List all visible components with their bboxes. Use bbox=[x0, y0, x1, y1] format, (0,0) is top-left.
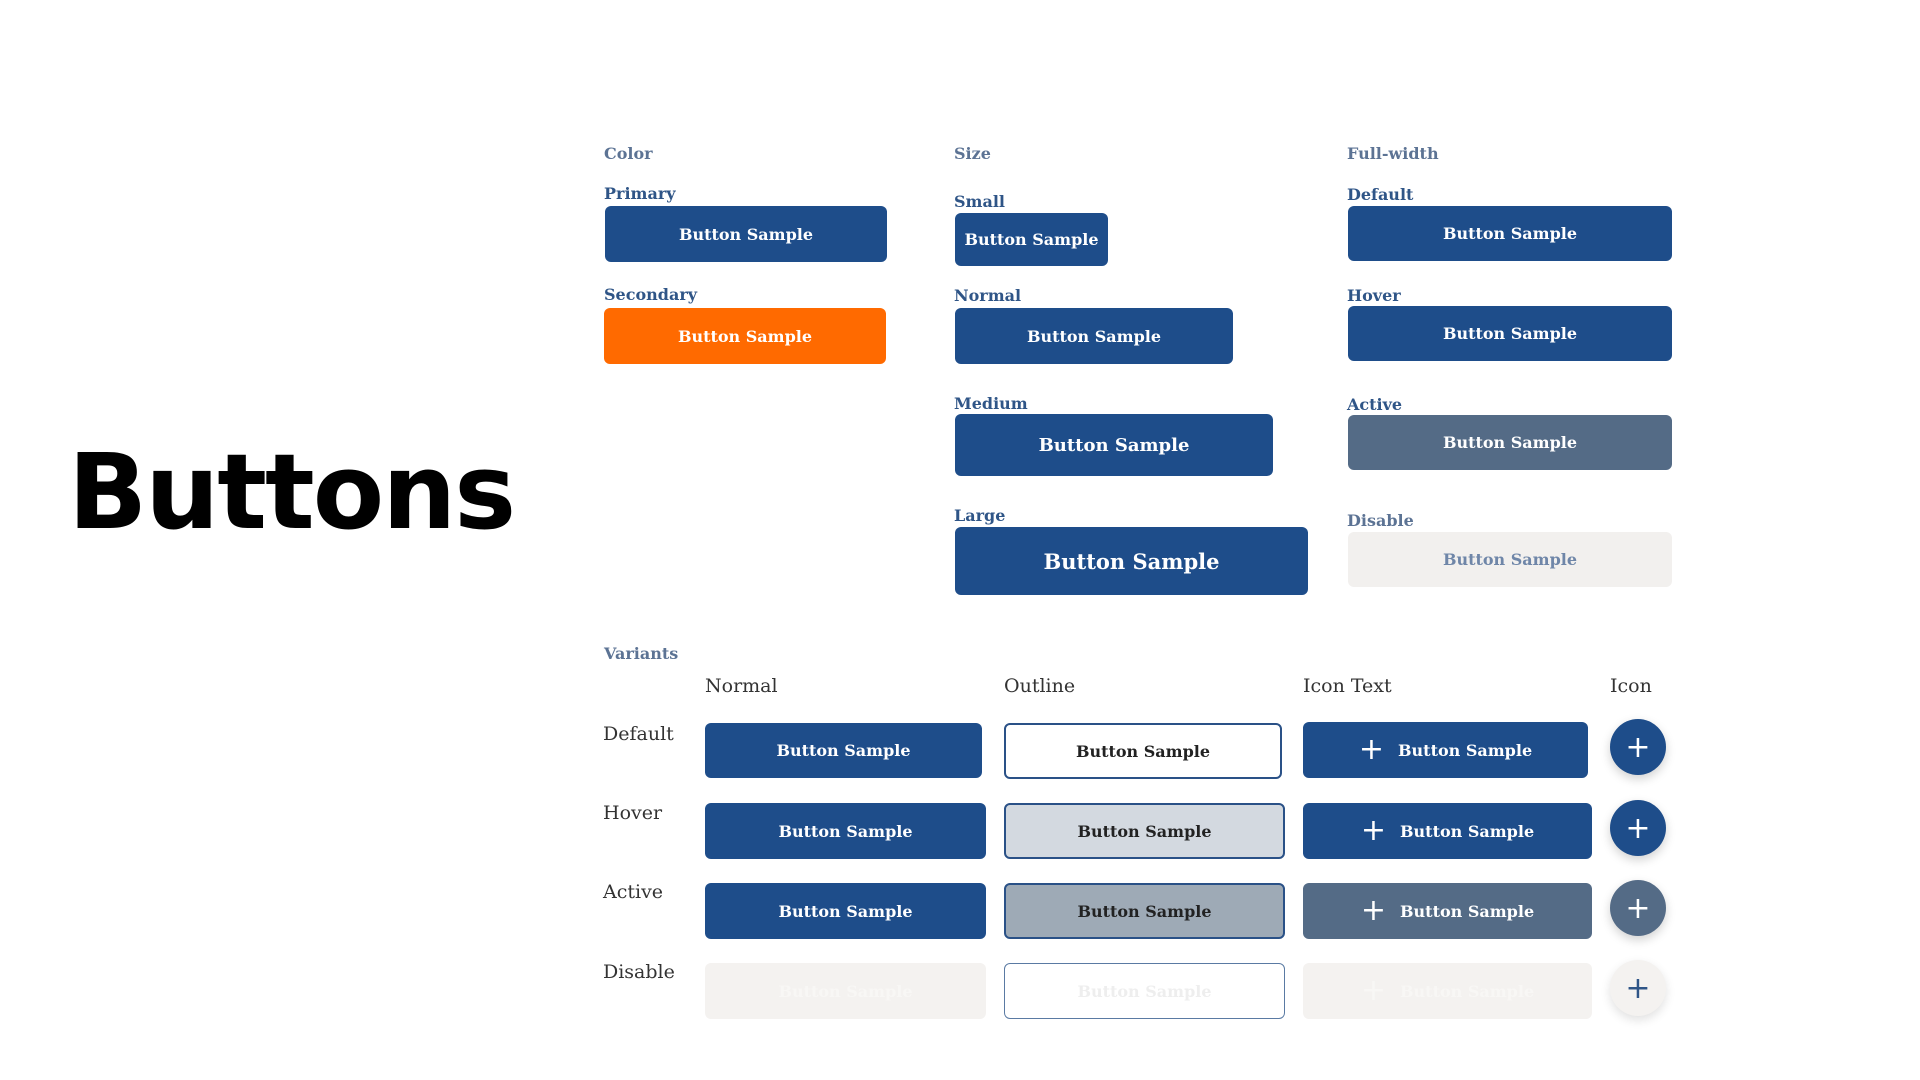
secondary-button[interactable]: Button Sample bbox=[604, 308, 886, 364]
plus-icon: + bbox=[1358, 732, 1385, 767]
fullwidth-active-button[interactable]: Button Sample bbox=[1348, 415, 1672, 470]
medium-button[interactable]: Button Sample bbox=[955, 414, 1273, 476]
large-button[interactable]: Button Sample bbox=[955, 527, 1308, 595]
variant-normal-default-button[interactable]: Button Sample bbox=[705, 723, 982, 778]
label-fullwidth-disable: Disable bbox=[1347, 511, 1414, 530]
plus-icon: + bbox=[1360, 813, 1387, 848]
label-small: Small bbox=[954, 192, 1006, 211]
variant-icon-disabled-button: + bbox=[1610, 960, 1666, 1016]
variant-normal-disabled-button: Button Sample bbox=[705, 963, 986, 1019]
label-fullwidth-hover: Hover bbox=[1347, 286, 1401, 305]
plus-icon: + bbox=[1625, 890, 1651, 926]
plus-icon: + bbox=[1625, 810, 1651, 846]
column-label-outline: Outline bbox=[1004, 675, 1076, 697]
plus-icon: + bbox=[1360, 973, 1387, 1008]
variant-outline-hover-button[interactable]: Button Sample bbox=[1004, 803, 1285, 859]
variant-normal-active-button[interactable]: Button Sample bbox=[705, 883, 986, 939]
section-label-variants: Variants bbox=[604, 644, 679, 663]
variant-normal-hover-button[interactable]: Button Sample bbox=[705, 803, 986, 859]
column-label-normal: Normal bbox=[705, 675, 778, 697]
variant-outline-default-button[interactable]: Button Sample bbox=[1004, 723, 1282, 779]
label-primary: Primary bbox=[604, 184, 676, 203]
row-label-default: Default bbox=[603, 723, 674, 745]
variant-outline-disabled-button: Button Sample bbox=[1004, 963, 1285, 1019]
section-label-color: Color bbox=[604, 144, 653, 163]
section-label-size: Size bbox=[954, 144, 991, 163]
row-label-hover: Hover bbox=[603, 802, 663, 824]
label-fullwidth-active: Active bbox=[1347, 395, 1403, 414]
variant-outline-active-button[interactable]: Button Sample bbox=[1004, 883, 1285, 939]
variant-icon-hover-button[interactable]: + bbox=[1610, 800, 1666, 856]
variant-icontext-disabled-button: + Button Sample bbox=[1303, 963, 1592, 1019]
label-fullwidth-default: Default bbox=[1347, 185, 1414, 204]
plus-icon: + bbox=[1625, 970, 1651, 1006]
row-label-disable: Disable bbox=[603, 961, 675, 983]
label-normal: Normal bbox=[954, 286, 1022, 305]
plus-icon: + bbox=[1360, 893, 1387, 928]
variant-icontext-active-button[interactable]: + Button Sample bbox=[1303, 883, 1592, 939]
row-label-active: Active bbox=[603, 881, 664, 903]
button-label: Button Sample bbox=[1400, 901, 1535, 921]
button-label: Button Sample bbox=[1400, 981, 1535, 1001]
small-button[interactable]: Button Sample bbox=[955, 213, 1108, 266]
variant-icontext-default-button[interactable]: + Button Sample bbox=[1303, 722, 1588, 778]
fullwidth-disabled-button: Button Sample bbox=[1348, 532, 1672, 587]
label-secondary: Secondary bbox=[604, 285, 698, 304]
label-medium: Medium bbox=[954, 394, 1028, 413]
button-label: Button Sample bbox=[1400, 821, 1535, 841]
primary-button[interactable]: Button Sample bbox=[605, 206, 887, 262]
column-label-icon: Icon bbox=[1610, 675, 1652, 697]
column-label-icon-text: Icon Text bbox=[1303, 675, 1392, 697]
variant-icon-default-button[interactable]: + bbox=[1610, 719, 1666, 775]
fullwidth-hover-button[interactable]: Button Sample bbox=[1348, 306, 1672, 361]
section-label-fullwidth: Full-width bbox=[1347, 144, 1439, 163]
plus-icon: + bbox=[1625, 729, 1651, 765]
button-label: Button Sample bbox=[1398, 740, 1533, 760]
label-large: Large bbox=[954, 506, 1006, 525]
variant-icontext-hover-button[interactable]: + Button Sample bbox=[1303, 803, 1592, 859]
normal-size-button[interactable]: Button Sample bbox=[955, 308, 1233, 364]
fullwidth-default-button[interactable]: Button Sample bbox=[1348, 206, 1672, 261]
page-title: Buttons bbox=[68, 431, 516, 553]
variant-icon-active-button[interactable]: + bbox=[1610, 880, 1666, 936]
